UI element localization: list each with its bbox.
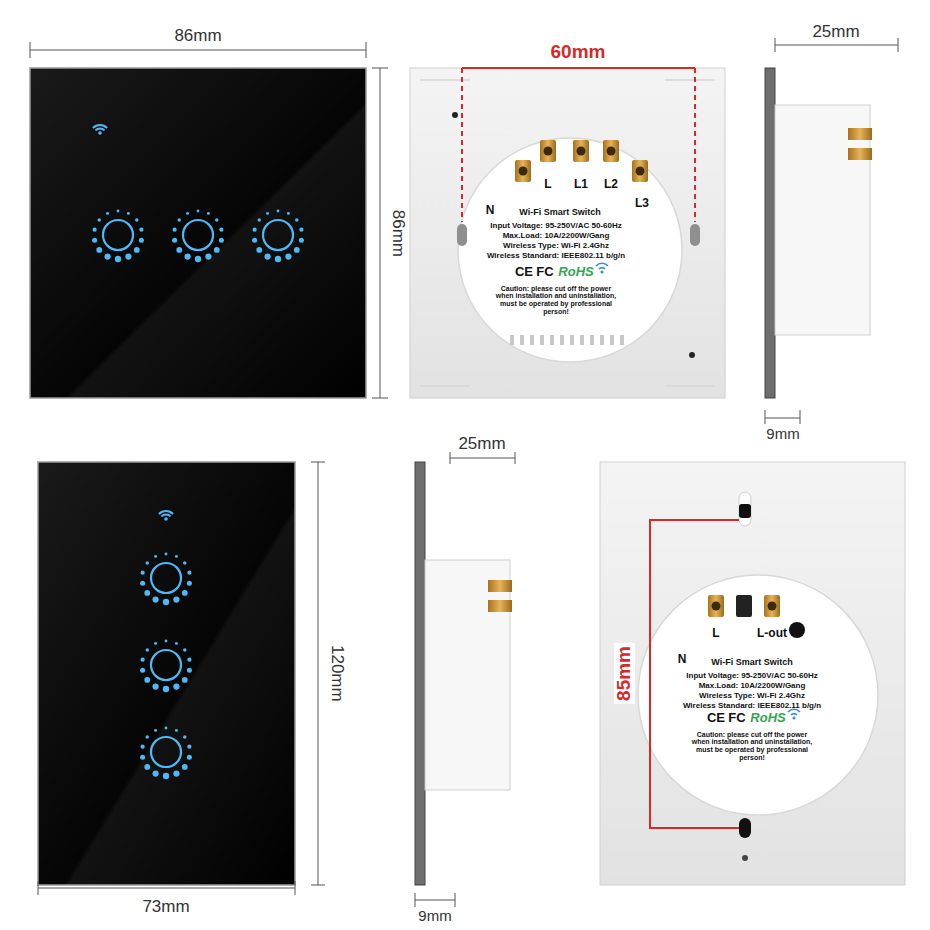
back-plate [410, 68, 725, 398]
dimension-label: 60mm [548, 42, 609, 63]
dimension-label: 120mm [327, 642, 346, 705]
certification-mark: RoHS [558, 265, 593, 279]
terminal-label: L3 [635, 197, 649, 210]
spec-text: Input Voltage: 95-250V/AC 50-60Hz [490, 222, 621, 231]
certification-mark: CE [515, 265, 533, 279]
spec-text: Wireless Standard: IEEE802.11 b/g/n [487, 252, 625, 261]
dimension-label: 25mm [809, 23, 862, 42]
dimension-label: 85mm [614, 643, 635, 704]
dimension-line [38, 462, 325, 895]
certification-mark: FC [728, 711, 745, 725]
wifi-mark [788, 709, 800, 715]
side-module [425, 560, 510, 790]
product-name: Wi-Fi Smart Switch [711, 658, 792, 668]
dimension-label: 86mm [389, 206, 408, 259]
terminal-label: N [486, 204, 495, 217]
touch-button [172, 210, 224, 263]
caution-note: Caution: please cut off the power when i… [492, 285, 620, 316]
dimension-label: 9mm [415, 908, 454, 925]
dimension-line [415, 452, 515, 907]
certification-mark: CE [707, 711, 725, 725]
touch-button [252, 210, 304, 263]
module-housing [458, 138, 682, 362]
terminal-label: L1 [574, 178, 588, 191]
spec-text: Wireless Standard: IEEE802.11 b/g/n [683, 702, 821, 711]
product-name: Wi-Fi Smart Switch [519, 208, 600, 218]
spec-text: Input Voltage: 95-250V/AC 50-60Hz [686, 672, 817, 681]
dimension-line [765, 38, 898, 424]
wifi-mark [596, 263, 608, 269]
dimension-label: 25mm [455, 435, 508, 454]
touch-button [140, 727, 192, 780]
side-plate [765, 68, 775, 398]
glass-panel [30, 68, 366, 398]
touch-button [140, 640, 192, 693]
dimension-label: 73mm [139, 898, 192, 917]
dimension-label: 9mm [763, 426, 802, 443]
terminal-block [708, 595, 780, 617]
spec-text: Max.Load: 10A/2200W/Gang [503, 232, 610, 241]
glass-panel [38, 462, 295, 885]
dimension-line [30, 42, 388, 398]
caution-note: Caution: please cut off the power when i… [688, 731, 816, 762]
side-plate [415, 462, 425, 885]
terminal-label: L [544, 178, 551, 191]
terminal-block [515, 140, 648, 182]
touch-button [92, 210, 144, 263]
terminal-label: L-out [757, 627, 787, 640]
terminal-label: N [678, 653, 687, 666]
wifi-icon [158, 510, 174, 521]
module-housing [638, 575, 878, 815]
dimension-label: 86mm [171, 27, 224, 46]
spec-text: Wireless Type: Wi-Fi 2.4Ghz [699, 692, 805, 701]
spec-text: Wireless Type: Wi-Fi 2.4Ghz [503, 242, 609, 251]
spec-text: Max.Load: 10A/2200W/Gang [699, 682, 806, 691]
touch-button [140, 553, 192, 606]
wifi-icon [92, 124, 108, 135]
spacing-dimension [462, 68, 695, 222]
terminal-label: L [712, 627, 719, 640]
terminal-label: L2 [604, 178, 618, 191]
back-plate [600, 462, 905, 885]
certification-mark: RoHS [750, 711, 785, 725]
certification-mark: FC [536, 265, 553, 279]
